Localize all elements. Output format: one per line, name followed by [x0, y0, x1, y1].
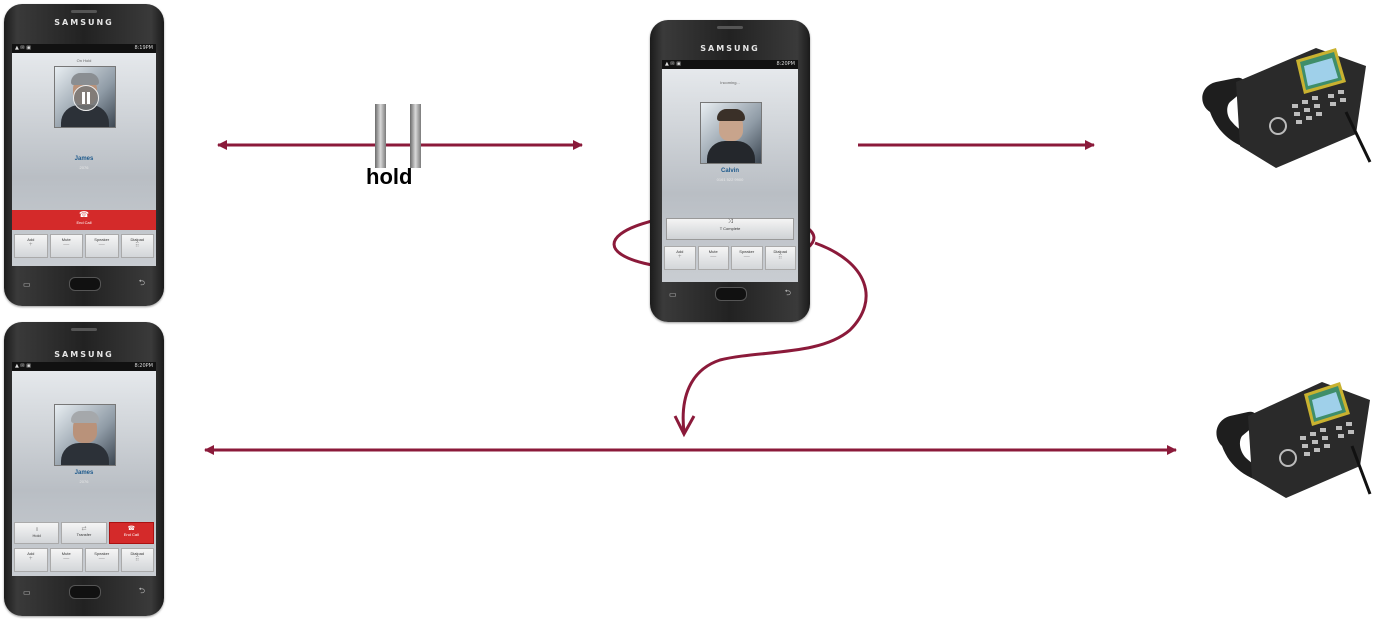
status-bar: ▲ ✉ ▣ 8:19PM	[12, 44, 156, 53]
call-controls: Add+ Mute— Speaker— Dialpad⠿	[14, 234, 154, 258]
add-button[interactable]: Add+	[14, 234, 48, 258]
back-icon[interactable]: ⮌	[139, 277, 145, 291]
caller-photo	[54, 404, 116, 466]
hardware-nav-bar: ▭ ⮌	[4, 580, 164, 604]
mute-button[interactable]: Mute—	[50, 548, 84, 572]
speaker-button[interactable]: Speaker—	[85, 234, 119, 258]
warning-icon: ▲ ✉ ▣	[15, 362, 31, 371]
caller-name: Calvin	[662, 168, 798, 174]
dialpad-icon: ⠿	[122, 242, 154, 249]
speaker-icon: —	[86, 242, 118, 248]
end-call-button[interactable]: ☎ End Call	[12, 210, 156, 230]
end-call-label: End Call	[76, 220, 91, 225]
menu-icon[interactable]: ▭	[23, 280, 31, 289]
pause-icon	[73, 85, 99, 111]
plus-icon: +	[15, 556, 47, 562]
caller-number: 2076	[12, 165, 156, 170]
speaker-button[interactable]: Speaker—	[85, 548, 119, 572]
mute-icon: —	[51, 556, 83, 562]
caller-name: James	[12, 156, 156, 162]
home-button[interactable]	[69, 585, 101, 599]
hold-button[interactable]: ॥Hold	[14, 522, 59, 544]
status-time: 8:20PM	[134, 362, 153, 371]
call-state: Incoming...	[662, 80, 798, 85]
mute-icon: —	[699, 254, 729, 260]
back-icon[interactable]: ⮌	[139, 585, 145, 599]
mute-button[interactable]: Mute—	[50, 234, 84, 258]
menu-icon[interactable]: ▭	[669, 290, 677, 299]
call-actions: ॥Hold ⇄Transfer ☎End Call	[14, 522, 154, 544]
caller-number: 0161 522 9900	[662, 177, 798, 182]
hardware-nav-bar: ▭ ⮌	[650, 282, 810, 306]
phone-end-icon: ☎	[110, 525, 153, 532]
speaker-icon: —	[732, 254, 762, 260]
status-bar: ▲ ✉ ▣ 8:20PM	[662, 60, 798, 69]
phone-screen: ▲ ✉ ▣ 8:20PM Incoming... Calvin 0161 522…	[662, 60, 798, 282]
caller-name: James	[12, 470, 156, 476]
earpiece	[71, 328, 97, 331]
transfer-icon: ⇄	[62, 525, 105, 532]
home-button[interactable]	[715, 287, 747, 301]
transfer-button[interactable]: ⇄Transfer	[61, 522, 106, 544]
brand-label: SAMSUNG	[4, 350, 164, 359]
desk-phone-icon	[1196, 42, 1372, 170]
status-bar: ▲ ✉ ▣ 8:20PM	[12, 362, 156, 371]
hold-icon: ॥	[15, 525, 58, 533]
dialpad-icon: ⠿	[122, 556, 154, 563]
status-time: 8:19PM	[134, 44, 153, 53]
brand-label: SAMSUNG	[650, 44, 810, 53]
transfer-complete-button[interactable]: ⤨ T Complete	[666, 218, 794, 240]
menu-icon[interactable]: ▭	[23, 588, 31, 597]
caller-photo	[700, 102, 762, 164]
caller-number: 2076	[12, 479, 156, 484]
home-button[interactable]	[69, 277, 101, 291]
mute-icon: —	[51, 242, 83, 248]
dialpad-button[interactable]: Dialpad⠿	[121, 548, 155, 572]
earpiece	[71, 10, 97, 13]
call-controls: Add+ Mute— Speaker— Dialpad⠿	[14, 548, 154, 572]
dialpad-icon: ⠿	[766, 254, 796, 261]
hold-bar-left	[375, 104, 386, 168]
phone-end-icon: ☎	[12, 210, 156, 220]
add-button[interactable]: Add+	[14, 548, 48, 572]
brand-label: SAMSUNG	[4, 18, 164, 27]
mute-button[interactable]: Mute—	[698, 246, 730, 270]
dialpad-button[interactable]: Dialpad⠿	[765, 246, 797, 270]
dialpad-button[interactable]: Dialpad⠿	[121, 234, 155, 258]
hardware-nav-bar: ▭ ⮌	[4, 272, 164, 296]
smartphone-caller-on-hold: SAMSUNG ▲ ✉ ▣ 8:19PM On Hold James 2076 …	[4, 4, 164, 306]
call-controls: Add+ Mute— Speaker— Dialpad⠿	[664, 246, 796, 270]
smartphone-agent-transfer: SAMSUNG ▲ ✉ ▣ 8:20PM Incoming... Calvin …	[650, 20, 810, 322]
end-call-button[interactable]: ☎End Call	[109, 522, 154, 544]
phone-screen: ▲ ✉ ▣ 8:19PM On Hold James 2076 ☎ End Ca…	[12, 44, 156, 266]
phone-screen: ▲ ✉ ▣ 8:20PM James 2076 ॥Hold ⇄Transfer …	[12, 362, 156, 576]
plus-icon: +	[665, 254, 695, 260]
transfer-icon: ⤨	[667, 219, 793, 226]
desk-phone-icon	[1212, 376, 1372, 500]
speaker-button[interactable]: Speaker—	[731, 246, 763, 270]
transfer-complete-label: T Complete	[720, 226, 741, 231]
hold-bar-right	[410, 104, 421, 168]
call-state: On Hold	[12, 58, 156, 63]
hold-label: hold	[366, 164, 412, 190]
status-time: 8:20PM	[776, 60, 795, 69]
plus-icon: +	[15, 242, 47, 248]
earpiece	[717, 26, 743, 29]
add-button[interactable]: Add+	[664, 246, 696, 270]
warning-icon: ▲ ✉ ▣	[15, 44, 31, 53]
caller-photo	[54, 66, 116, 128]
back-icon[interactable]: ⮌	[785, 287, 791, 301]
warning-icon: ▲ ✉ ▣	[665, 60, 681, 69]
speaker-icon: —	[86, 556, 118, 562]
smartphone-caller-connected: SAMSUNG ▲ ✉ ▣ 8:20PM James 2076 ॥Hold ⇄T…	[4, 322, 164, 616]
